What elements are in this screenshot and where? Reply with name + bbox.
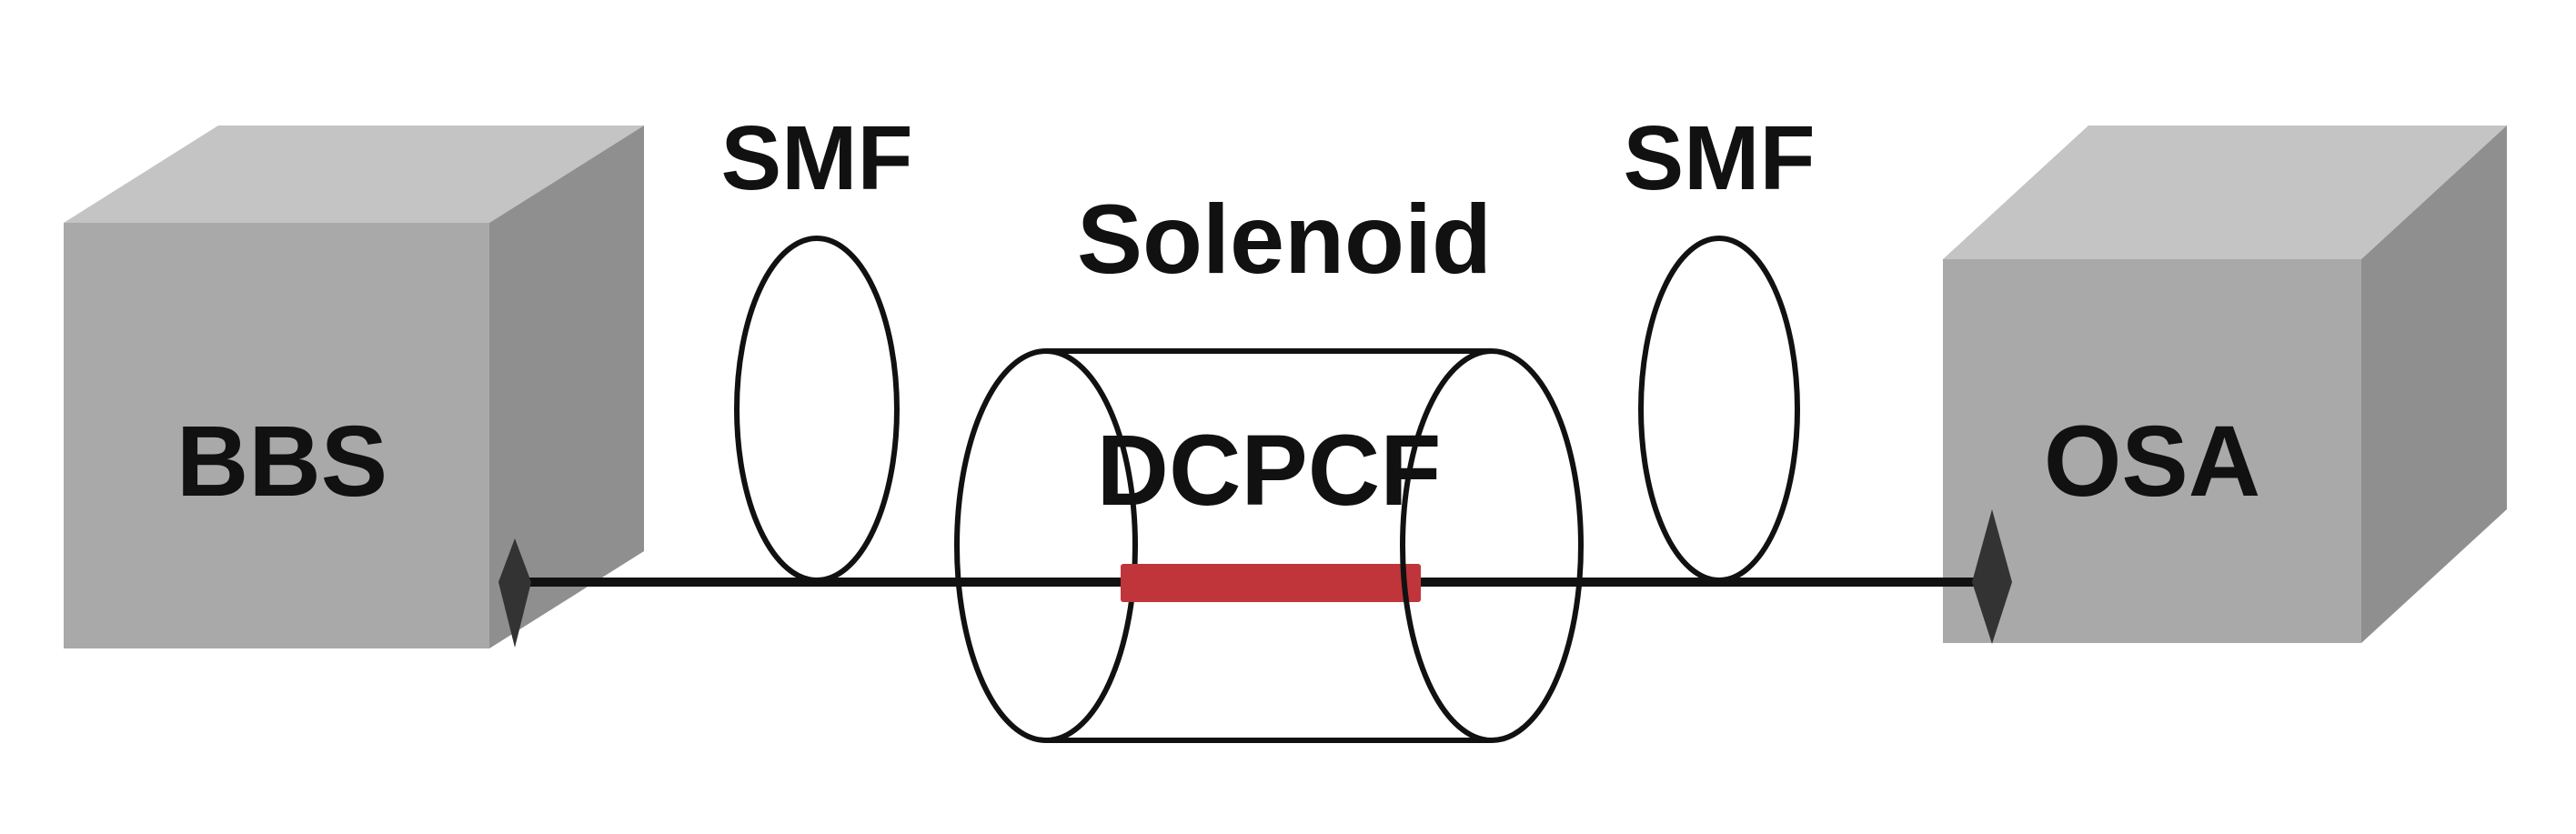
smf-left-label: SMF bbox=[720, 107, 912, 209]
bbs-box-side bbox=[489, 126, 644, 648]
osa-box-top bbox=[1943, 126, 2507, 259]
bbs-label: BBS bbox=[176, 406, 387, 517]
osa-label: OSA bbox=[2044, 406, 2260, 517]
osa-box-front bbox=[1943, 259, 2361, 643]
smf-coil-left-icon bbox=[734, 236, 900, 583]
bbs-box-front bbox=[64, 223, 489, 648]
osa-box-side bbox=[2361, 126, 2507, 643]
solenoid-right-end bbox=[1400, 348, 1584, 743]
dcpcf-label: DCPCF bbox=[1097, 415, 1442, 527]
osa-box: OSA bbox=[1943, 126, 2507, 643]
bbs-box-top bbox=[64, 126, 644, 223]
solenoid-label: Solenoid bbox=[1077, 184, 1492, 294]
smf-coil-right-icon bbox=[1638, 236, 1800, 583]
solenoid-cylinder bbox=[954, 348, 1492, 743]
bbs-box: BBS bbox=[64, 126, 644, 648]
bbs-connector bbox=[498, 538, 531, 648]
dcpcf-fiber-segment bbox=[1121, 564, 1421, 602]
osa-connector bbox=[1972, 509, 2012, 644]
smf-right-label: SMF bbox=[1623, 107, 1815, 209]
